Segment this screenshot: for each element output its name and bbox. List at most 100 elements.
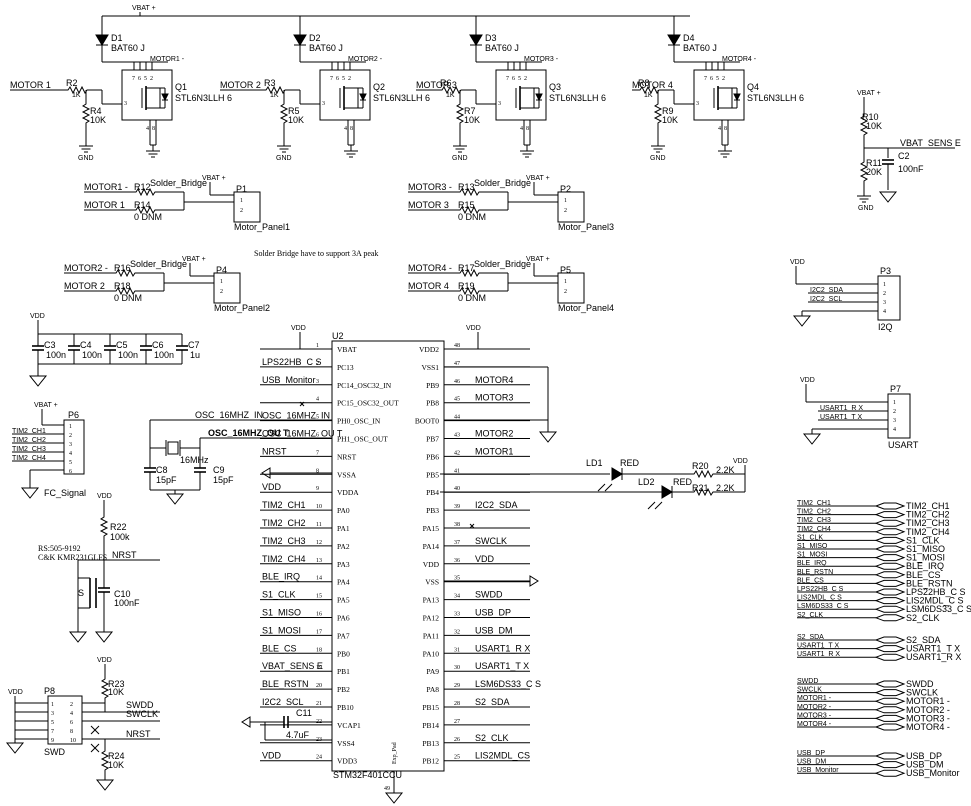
bus-net-left: USB_Monitor [797, 767, 839, 774]
bus-net-left: USB_DM [797, 759, 826, 766]
mcu-left-net: TIM2_CH3 [262, 536, 306, 546]
panel-connector [557, 272, 585, 304]
mcu-right-net: SWDD [475, 590, 503, 600]
drain-net: MOTOR1 - [150, 56, 185, 63]
gate-resistor-ref: R8 [638, 78, 650, 88]
mcu-left-net: VDD [262, 751, 282, 761]
vdd-label: VDD [733, 458, 748, 465]
vdd-label: VDD [97, 493, 112, 500]
mcu-pin-name: VSS [425, 578, 439, 587]
mcu-left-net: VDD [262, 482, 282, 492]
panel-resistor-a: R12 [134, 182, 151, 192]
mcu-pin-number: 34 [454, 594, 460, 600]
mcu-right-net: S2_SDA [475, 697, 510, 707]
decoupling-cap-value: 100n [154, 350, 174, 360]
mcu-pin-number: 45 [454, 397, 460, 403]
decoupling-cap-ref: C6 [152, 340, 164, 350]
c10-val: 100nF [114, 598, 140, 608]
mcu-left-net: USB_Monitor [262, 375, 316, 385]
mcu-pin-name: VDD3 [337, 757, 357, 766]
diode-ref: D4 [683, 33, 695, 43]
mcu-pin-name: PB0 [337, 649, 350, 658]
c9-val: 15pF [213, 475, 234, 485]
crystal-circuit: OSC_16MHZ_IN OSC_16MHZ_OU T 16MHz C8 15p… [144, 410, 332, 505]
diode-ref: D2 [309, 33, 321, 43]
panel-resistor-b: R18 [114, 281, 131, 291]
mcu-pin-number: 17 [316, 629, 322, 635]
mcu-left-net: NRST [262, 446, 287, 456]
r22-ref: R22 [110, 522, 127, 532]
connector-pin: 2 [893, 409, 896, 415]
p8-pin: 5 [51, 720, 54, 726]
p6-net: TIM2_CH2 [12, 437, 46, 444]
fet-pin-num: 8 [724, 126, 727, 132]
fet-pin-num: 5 [518, 76, 521, 82]
p8-ref: P8 [44, 686, 55, 696]
mcu-pin-number: 41 [454, 468, 460, 474]
mcu-pin-name: PB14 [422, 721, 439, 730]
mcu-left-net: S1_MOSI [262, 625, 301, 635]
panel-net-a: MOTOR3 - [408, 182, 452, 192]
c8-ref: C8 [156, 465, 168, 475]
mcu-pin-name: PA0 [337, 506, 350, 515]
mcu-pin-number: 18 [316, 647, 322, 653]
mcu-pin-number: 33 [454, 612, 460, 618]
p6-pin: 4 [69, 451, 72, 457]
c8-val: 15pF [156, 475, 177, 485]
vbat-label: VBAT + [132, 5, 156, 12]
p8-pin: 9 [51, 738, 54, 744]
p8-name: SWD [44, 747, 65, 757]
p8-pin: 7 [51, 729, 54, 735]
diode-value: BAT60 J [309, 43, 343, 53]
bus-net-left: LPS22HB_C S [797, 586, 844, 593]
mcu-pin-name: PC15_OSC32_OUT [337, 399, 399, 408]
bus-net-right: USART1_R X [906, 652, 961, 662]
drain-net: MOTOR3 - [524, 56, 559, 63]
connector-pin: 4 [893, 427, 896, 433]
mcu-left-net: OSC_16MHZ_OU T [262, 429, 343, 439]
p6-ref: P6 [68, 410, 79, 420]
mcu-right-net: MOTOR4 [475, 375, 513, 385]
mcu-pin-name: PA9 [426, 667, 439, 676]
mcu-left-net: BLE_RSTN [262, 679, 309, 689]
fet-gate-pin: 3 [498, 101, 501, 107]
vbat-label: VBAT + [526, 175, 550, 182]
fet-pin-num: 8 [526, 126, 529, 132]
fet-value: STL6N3LLH 6 [747, 93, 804, 103]
motor-input-net: MOTOR 2 [220, 80, 261, 90]
decoupling-cap-value: 100n [82, 350, 102, 360]
bus-net-left: USB_DP [797, 750, 825, 757]
mcu-left-net: BLE_IRQ [262, 572, 300, 582]
vbat-label: VBAT + [526, 256, 550, 263]
mcu-pin-number: 2 [316, 361, 319, 367]
mcu-pin-number: 40 [454, 486, 460, 492]
panel-connector-name: Motor_Panel3 [558, 222, 614, 232]
drain-net: MOTOR4 - [722, 56, 757, 63]
mcu-right-net: USART1_T X [475, 661, 529, 671]
pulldown-value: 10K [90, 115, 106, 125]
bus-net-left: TIM2_CH2 [797, 509, 831, 516]
panel-connector-ref: P1 [236, 184, 247, 194]
r23-ref: R23 [108, 679, 125, 689]
panel-net-b: MOTOR 4 [408, 281, 449, 291]
bus-net-right: MOTOR4 - [906, 722, 950, 732]
osc-out-net: OSC_16MHZ_OU T [208, 428, 289, 438]
solder-bridge-label: Solder_Bridge [474, 178, 531, 188]
bus-net-right: USART1_T X [906, 644, 960, 654]
fet-pin-num: 4 [146, 126, 149, 132]
mcu-pin-name: PB3 [426, 506, 439, 515]
mcu-right-net: LSM6DS33_C S [475, 679, 541, 689]
bus-net-left: MOTOR3 - [797, 712, 832, 719]
fet-pin-num: 2 [524, 76, 527, 82]
mcu-pin-name: PA7 [337, 631, 350, 640]
panel-connector-ref: P2 [560, 184, 571, 194]
mcu-pin-number: 19 [316, 665, 322, 671]
